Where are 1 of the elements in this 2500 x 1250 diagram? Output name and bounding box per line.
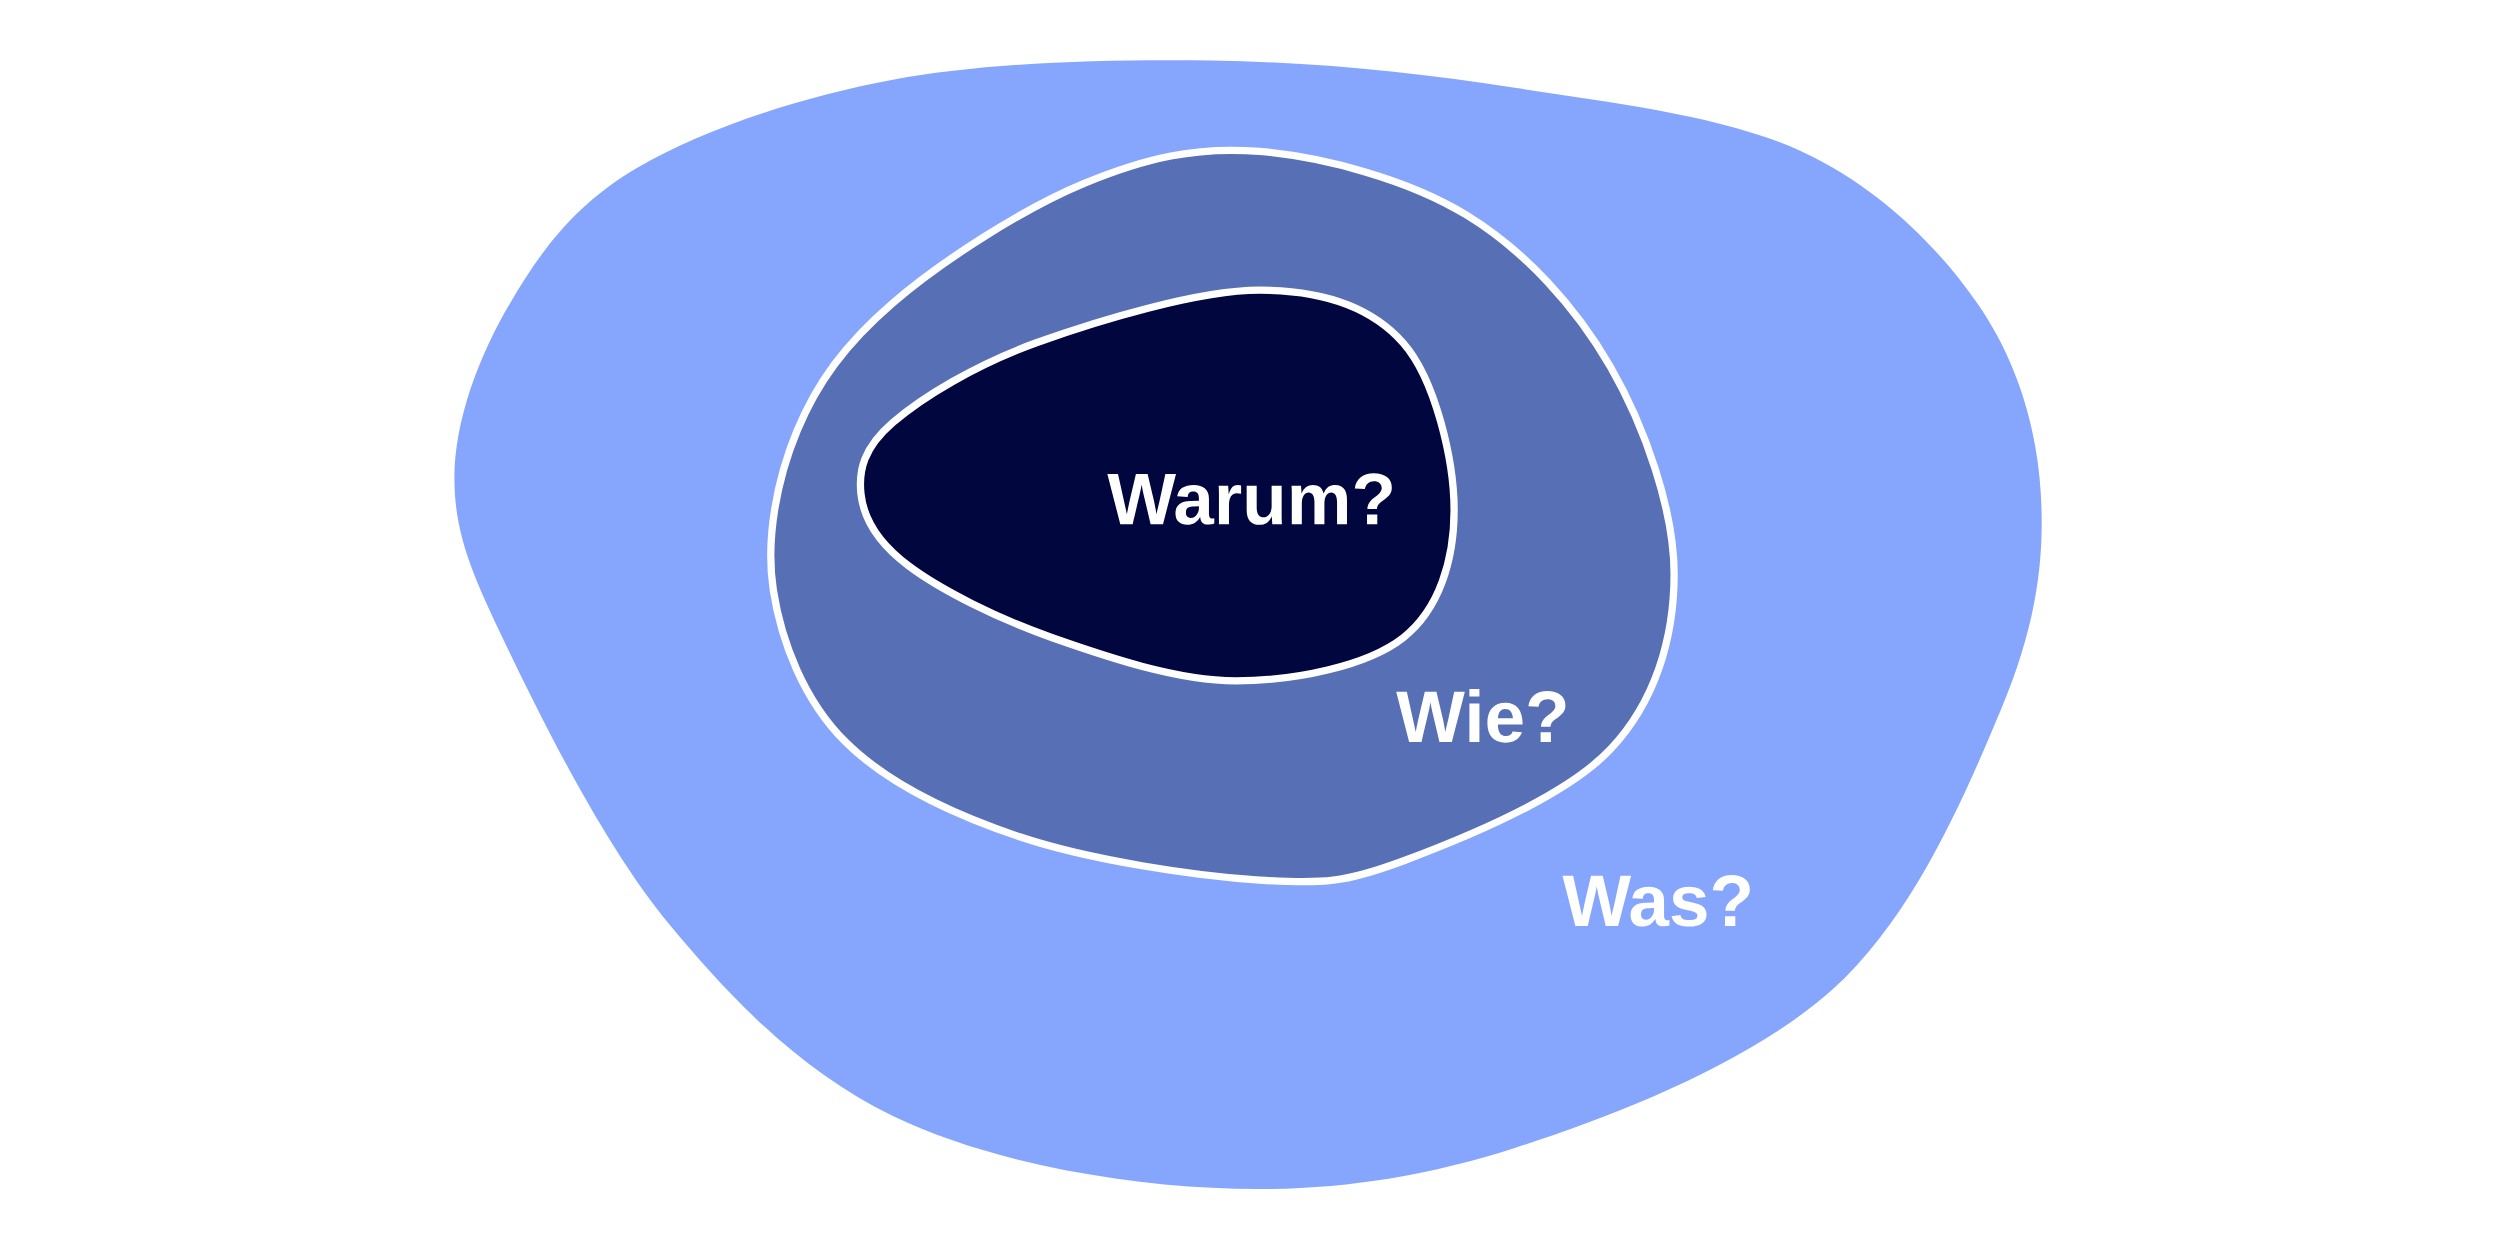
blob: Warum?: [856, 286, 1458, 685]
